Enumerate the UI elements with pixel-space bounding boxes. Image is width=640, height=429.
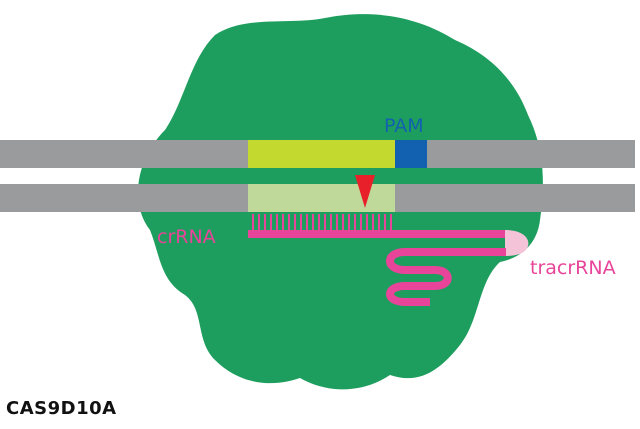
crrna-base-pair — [282, 214, 284, 231]
crrna-base-pair — [324, 214, 326, 231]
crrna-base-pair — [360, 214, 362, 231]
figure-caption: CAS9D10A — [6, 398, 117, 419]
dna-top-strand-right — [427, 140, 635, 168]
crrna-base-pair — [372, 214, 374, 231]
crrna-base-pair — [384, 214, 386, 231]
crrna-base-pair — [342, 214, 344, 231]
crrna-base-pair — [318, 214, 320, 231]
crrna-base-pair — [390, 214, 392, 231]
crrna-base-pair — [300, 214, 302, 231]
pam-label: PAM — [384, 115, 424, 137]
crrna-base-pair — [264, 214, 266, 231]
dna-top-strand-left — [0, 140, 248, 168]
crrna-base-pair — [270, 214, 272, 231]
crrna-base-pair — [336, 214, 338, 231]
crrna-base-pair — [330, 214, 332, 231]
crrna-base-pair — [276, 214, 278, 231]
cut-site-marker — [355, 175, 375, 208]
crrna-base-pair — [306, 214, 308, 231]
dna-bottom-strand-left — [0, 184, 248, 212]
crrna-backbone — [248, 230, 510, 238]
dna-top-target — [248, 140, 395, 168]
crrna-base-pair — [288, 214, 290, 231]
crrna-base-pair — [294, 214, 296, 231]
tracrrna-label: tracrRNA — [530, 257, 616, 279]
crrna-base-pair — [348, 214, 350, 231]
crrna-base-pair — [354, 214, 356, 231]
crrna-base-pairs — [252, 214, 392, 231]
crrna-base-pair — [378, 214, 380, 231]
pam-site — [395, 140, 427, 168]
crrna-label: crRNA — [157, 226, 216, 248]
tracrrna-loop-tip — [505, 230, 529, 256]
crrna-base-pair — [366, 214, 368, 231]
dna-bottom-strand-right — [395, 184, 635, 212]
dna-bottom-target — [248, 184, 395, 212]
tracrrna-backbone — [386, 248, 506, 306]
crrna-base-pair — [312, 214, 314, 231]
crrna-base-pair — [252, 214, 254, 231]
crrna-base-pair — [258, 214, 260, 231]
